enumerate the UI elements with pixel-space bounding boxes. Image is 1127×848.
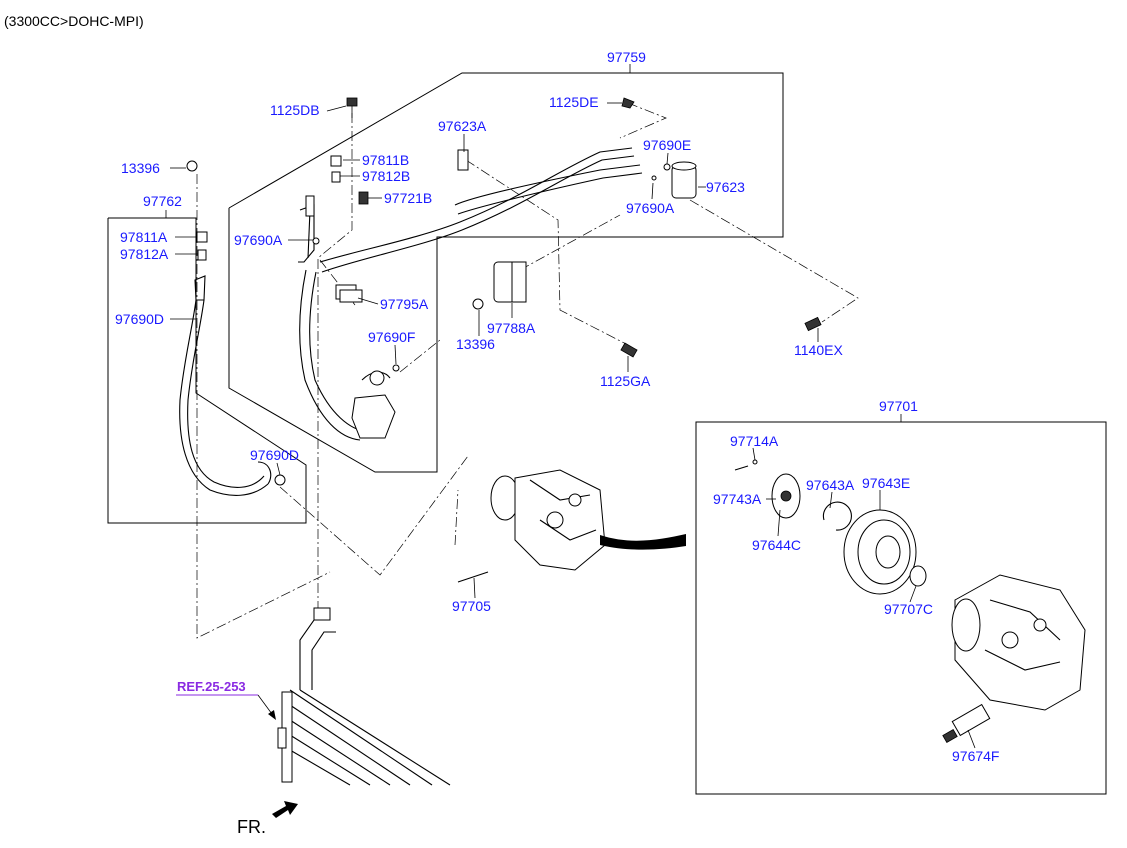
leader-lines xyxy=(170,102,976,749)
label-97690A-right[interactable]: 97690A xyxy=(626,200,675,216)
label-1125DB[interactable]: 1125DB xyxy=(270,102,320,118)
receiver-drier-97623 xyxy=(671,161,697,199)
label-97812A[interactable]: 97812A xyxy=(120,246,169,262)
refrigerant-pipe-assembly xyxy=(298,147,643,441)
bolt-97705 xyxy=(457,571,489,583)
label-97721B[interactable]: 97721B xyxy=(384,190,432,206)
label-97707C[interactable]: 97707C xyxy=(884,601,933,617)
label-97690F[interactable]: 97690F xyxy=(368,329,415,345)
label-97623A[interactable]: 97623A xyxy=(438,118,487,134)
label-97690D-bottom[interactable]: 97690D xyxy=(250,447,299,463)
ref-leader xyxy=(257,694,273,715)
fasteners xyxy=(186,97,822,372)
insulator-97788A xyxy=(493,261,527,303)
group-97762-outline xyxy=(107,210,307,524)
part-labels: 97759 1125DB 1125DE 97623A 97690E 97623 … xyxy=(115,49,999,764)
label-97623[interactable]: 97623 xyxy=(706,179,745,195)
label-97690E[interactable]: 97690E xyxy=(643,137,691,153)
group-97701-outline xyxy=(695,414,1107,795)
label-1125DE[interactable]: 1125DE xyxy=(549,94,599,110)
label-97690D-left[interactable]: 97690D xyxy=(115,311,164,327)
group-97759-outline xyxy=(228,64,784,473)
label-13396-top[interactable]: 13396 xyxy=(121,160,160,176)
ref-arrow-icon xyxy=(268,710,276,720)
label-97812B[interactable]: 97812B xyxy=(362,168,410,184)
center-lines xyxy=(196,102,859,639)
compressor-main xyxy=(490,469,686,571)
label-97795A[interactable]: 97795A xyxy=(380,296,429,312)
reference-link[interactable]: REF.25-253 xyxy=(176,679,276,720)
label-97811B[interactable]: 97811B xyxy=(362,152,409,168)
label-1140EX[interactable]: 1140EX xyxy=(794,342,843,358)
label-13396-mid[interactable]: 13396 xyxy=(456,336,495,352)
front-label: FR. xyxy=(237,817,266,837)
condenser xyxy=(277,607,451,786)
ref-25-253-link[interactable]: REF.25-253 xyxy=(177,679,246,694)
label-97705[interactable]: 97705 xyxy=(452,598,491,614)
label-97674F[interactable]: 97674F xyxy=(952,748,999,764)
front-direction-indicator: FR. xyxy=(237,801,298,837)
label-97643E[interactable]: 97643E xyxy=(862,475,910,491)
label-97643A[interactable]: 97643A xyxy=(806,477,855,493)
engine-spec-header: (3300CC>DOHC-MPI) xyxy=(4,13,144,29)
label-97644C[interactable]: 97644C xyxy=(752,537,801,553)
label-97714A[interactable]: 97714A xyxy=(730,433,779,449)
label-97743A[interactable]: 97743A xyxy=(713,491,762,507)
label-97690A-left[interactable]: 97690A xyxy=(234,232,283,248)
label-97759[interactable]: 97759 xyxy=(607,49,646,65)
compressor-exploded xyxy=(734,459,1086,744)
label-97788A[interactable]: 97788A xyxy=(487,320,536,336)
front-arrow-icon xyxy=(272,801,298,818)
liquid-hose-97762 xyxy=(179,275,286,496)
label-1125GA[interactable]: 1125GA xyxy=(600,373,651,389)
label-97811A[interactable]: 97811A xyxy=(120,229,168,245)
label-97701[interactable]: 97701 xyxy=(879,398,918,414)
label-97762[interactable]: 97762 xyxy=(143,193,182,209)
